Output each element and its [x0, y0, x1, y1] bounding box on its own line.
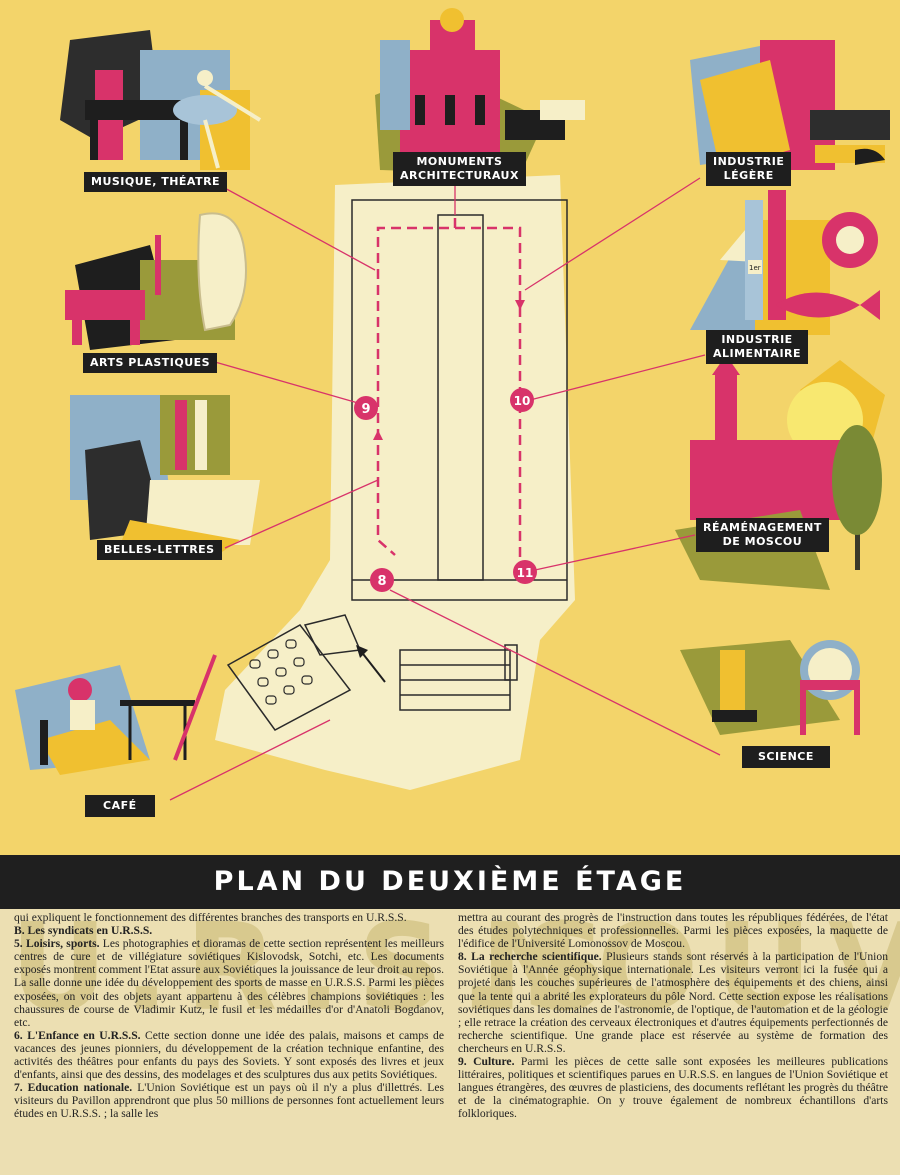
literature-illustration — [70, 395, 260, 560]
marker-9: 9 — [354, 396, 378, 420]
section-b: B. Les syndicats en U.R.S.S. — [14, 924, 444, 937]
label-industrie-alimentaire: INDUSTRIE ALIMENTAIRE — [706, 330, 809, 364]
title-banner — [0, 855, 900, 909]
fine-arts-illustration — [65, 212, 247, 350]
label-arts-plastiques: ARTS PLASTIQUES — [83, 353, 218, 373]
section-5-body: Les photographies et dioramas de cette s… — [14, 937, 444, 1029]
section-7: 7. Education nationale. L'Union Soviétiq… — [14, 1081, 444, 1120]
page-title: PLAN DU DEUXIÈME ÉTAGE — [213, 866, 687, 897]
moscow-illustration — [675, 355, 885, 590]
entrance-arrow-icon — [359, 649, 386, 683]
marker-10-label: 10 — [514, 394, 531, 408]
food-industry-illustration — [690, 190, 880, 335]
marker-9-label: 9 — [361, 402, 370, 417]
marker-11-label: 11 — [517, 566, 534, 580]
bottle-label: 1er — [749, 264, 761, 272]
label-legere-line2: LÉGÈRE — [723, 169, 774, 182]
section-6-heading: 6. L'Enfance en U.R.S.S. — [14, 1028, 141, 1042]
section-8-body: Plusieurs stands sont réservés à la part… — [458, 950, 888, 1055]
section-5-heading: 5. Loisirs, sports. — [14, 937, 100, 951]
marker-8-label: 8 — [377, 574, 386, 589]
section-5: 5. Loisirs, sports. Les photographies et… — [14, 937, 444, 1029]
label-belles-lettres: BELLES-LETTRES — [97, 540, 222, 560]
cafe-tables — [249, 639, 313, 705]
right-column: mettra au courant des progrès de l'instr… — [458, 911, 888, 1121]
label-legere-line1: INDUSTRIE — [713, 155, 785, 168]
floor-plan-diagram: 9 10 8 11 1er — [15, 8, 890, 801]
cafe-illustration — [15, 654, 217, 775]
section-6: 6. L'Enfance en U.R.S.S. Cette section d… — [14, 1029, 444, 1081]
leader-lines — [169, 177, 721, 801]
light-industry-illustration — [690, 40, 890, 170]
section-7-heading: 7. Education nationale. — [14, 1081, 133, 1095]
section-9-heading: 9. Culture. — [458, 1055, 515, 1069]
watermark-right: NOUVELLES — [480, 909, 900, 1038]
marker-8: 8 — [370, 568, 394, 592]
monuments-illustration — [375, 8, 585, 175]
label-reamenagement: RÉAMÉNAGEMENT DE MOSCOU — [696, 518, 829, 552]
label-monuments: MONUMENTS ARCHITECTURAUX — [393, 152, 526, 186]
label-science: SCIENCE — [742, 746, 830, 768]
label-alimentaire-line1: INDUSTRIE — [721, 333, 793, 346]
science-illustration — [680, 640, 860, 735]
left-intro: qui expliquent le fonctionnement des dif… — [14, 911, 407, 924]
label-moscou-line1: RÉAMÉNAGEMENT — [703, 521, 822, 534]
watermark-left: U.R.S.S. — [10, 909, 686, 1038]
label-monuments-line2: ARCHITECTURAUX — [400, 169, 519, 182]
label-cafe: CAFÉ — [85, 795, 155, 817]
section-7-body: L'Union Soviétique est un pays où il n'y… — [14, 1081, 444, 1121]
left-column: qui expliquent le fonctionnement des dif… — [14, 911, 444, 1121]
section-9-body: Parmi les pièces de cette salle sont exp… — [458, 1055, 888, 1121]
music-theatre-illustration — [60, 30, 262, 170]
label-musique-theatre: MUSIQUE, THÉATRE — [84, 172, 228, 192]
label-industrie-legere: INDUSTRIE LÉGÈRE — [706, 152, 792, 186]
label-moscou-line2: DE MOSCOU — [722, 535, 803, 548]
label-monuments-line1: MONUMENTS — [416, 155, 503, 168]
section-9: 9. Culture. Parmi les pièces de cette sa… — [458, 1055, 888, 1120]
description-text: U.R.S.S. NOUVELLES qui expliquent le fon… — [0, 909, 900, 1175]
section-8: 8. La recherche scientifique. Plusieurs … — [458, 950, 888, 1055]
marker-11: 11 — [513, 560, 537, 584]
visit-route — [376, 218, 522, 560]
section-6-body: Cette section donne une idée des palais,… — [14, 1028, 444, 1082]
marker-10: 10 — [510, 388, 534, 412]
right-intro: mettra au courant des progrès de l'instr… — [458, 911, 888, 951]
floor-zone — [215, 175, 575, 790]
label-alimentaire-line2: ALIMENTAIRE — [713, 347, 802, 360]
section-b-heading: B. Les syndicats en U.R.S.S. — [14, 924, 153, 938]
illustration-area: 9 10 8 11 1er MUSIQUE, THÉATRE MONUMENTS… — [0, 0, 900, 855]
section-8-heading: 8. La recherche scientifique. — [458, 950, 602, 964]
